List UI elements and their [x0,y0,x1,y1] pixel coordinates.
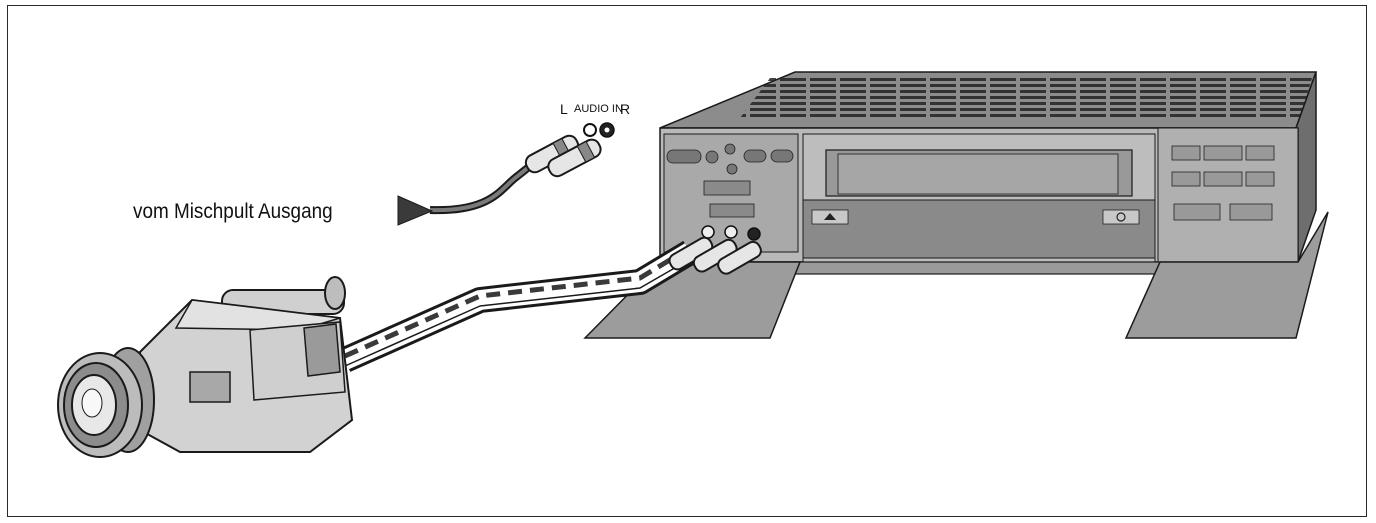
audio-in-label: AUDIO IN [574,103,623,115]
source-label: vom Mischpult Ausgang [133,200,333,224]
audio-cable [398,123,614,225]
audio-right-label: R [620,101,630,117]
camcorder [58,277,352,457]
source-arrow-icon [398,196,432,225]
audio-left-label: L [560,101,568,117]
vcr-device [585,72,1328,338]
